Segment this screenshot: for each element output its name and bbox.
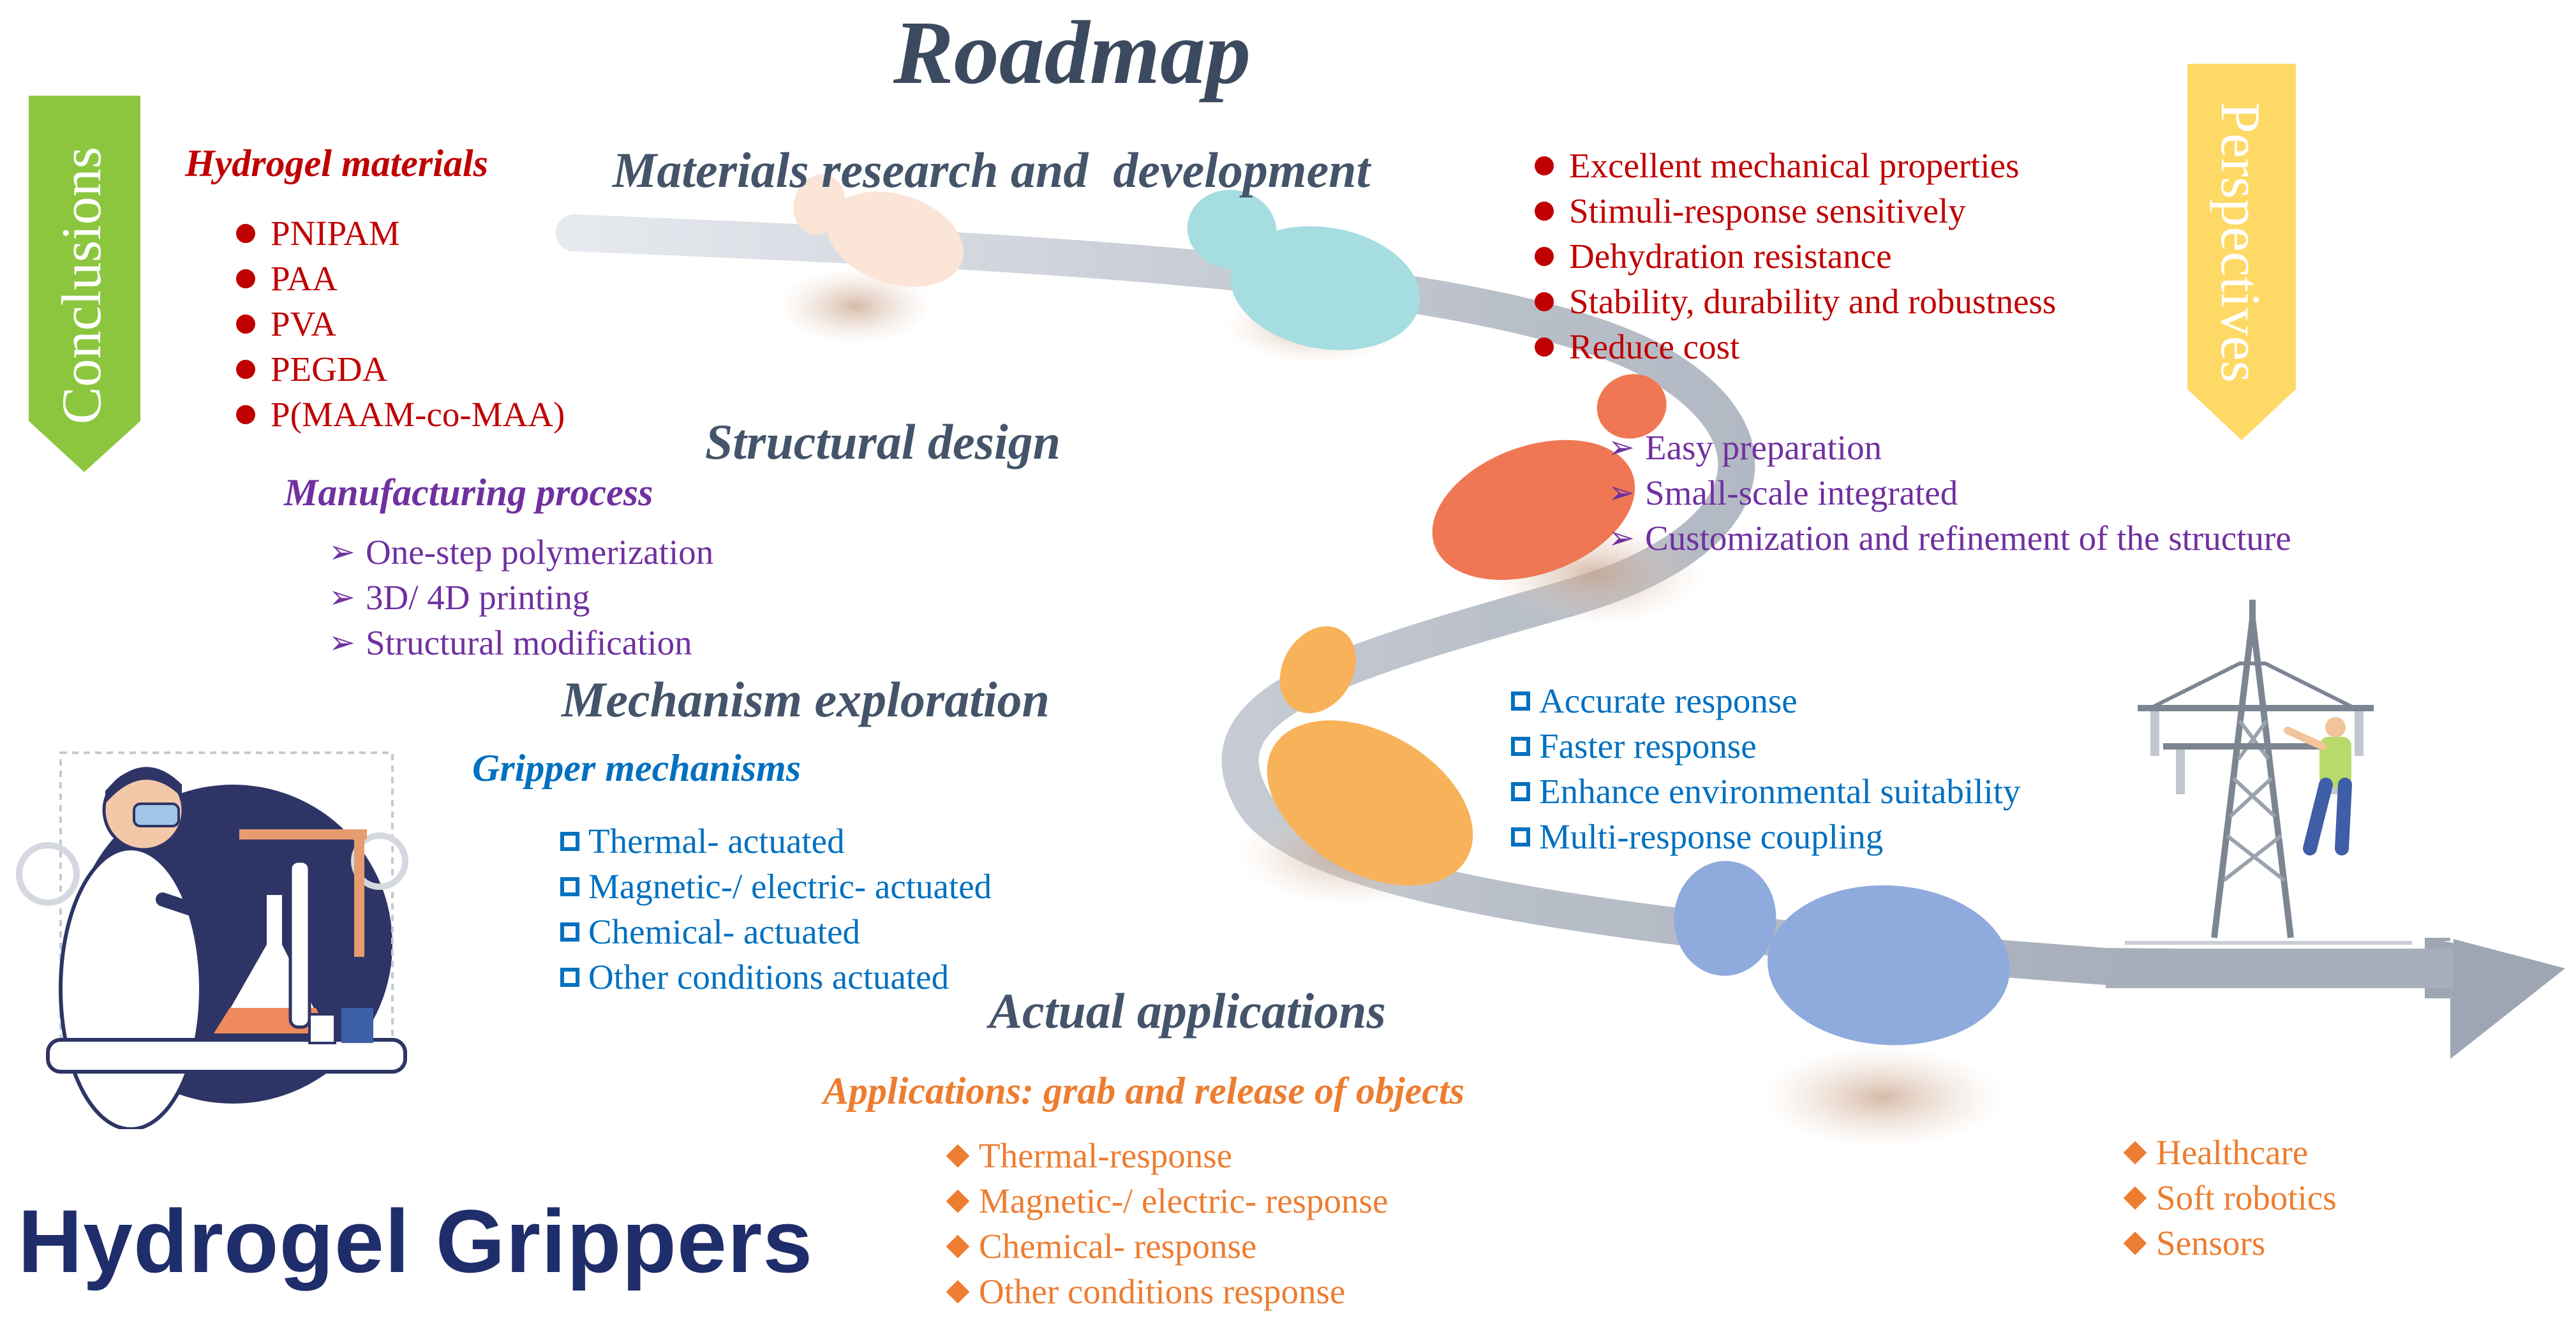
footprint-3	[1432, 374, 1667, 581]
list-item: Soft robotics	[2122, 1175, 2337, 1220]
perspectives-materials-list: Excellent mechanical properties Stimuli-…	[1535, 143, 2056, 369]
applications-heading: Applications: grab and release of object…	[823, 1070, 1464, 1112]
conclusions-label: Conclusions	[51, 147, 113, 425]
list-item: P(MAAM-co-MAA)	[236, 392, 565, 437]
diamond-bullet-icon	[946, 1280, 970, 1303]
checkbox-bullet-icon	[1511, 827, 1530, 847]
bullet-dot-icon	[1535, 201, 1554, 221]
list-item: Enhance environmental suitability	[1511, 769, 2021, 814]
list-item: Magnetic-/ electric- actuated	[560, 864, 992, 909]
perspectives-label: Perspectives	[2209, 102, 2271, 383]
stage-materials: Materials research and development	[613, 142, 1371, 198]
arrow-bullet-icon: ➢	[329, 625, 355, 660]
bullet-dot-icon	[236, 269, 255, 288]
bullet-dot-icon	[236, 404, 255, 424]
list-item: Stability, durability and robustness	[1535, 279, 2056, 324]
list-item: Dehydration resistance	[1535, 233, 2056, 279]
manufacturing-heading: Manufacturing process	[284, 471, 653, 514]
mechanisms-list: Thermal- actuated Magnetic-/ electric- a…	[560, 818, 992, 1000]
arrow-bullet-icon: ➢	[1608, 520, 1635, 556]
diamond-bullet-icon	[2123, 1141, 2147, 1164]
list-item: Chemical- actuated	[560, 909, 992, 954]
bullet-dot-icon	[236, 223, 255, 243]
stage-applications: Actual applications	[989, 983, 1386, 1039]
perspectives-banner	[2187, 64, 2296, 440]
materials-heading: Hydrogel materials	[185, 142, 488, 184]
diamond-bullet-icon	[2123, 1186, 2147, 1210]
diamond-bullet-icon	[946, 1234, 970, 1258]
diamond-bullet-icon	[946, 1189, 970, 1213]
list-item: PEGDA	[236, 346, 565, 392]
stage-structural: Structural design	[705, 414, 1061, 470]
list-item: Reduce cost	[1535, 324, 2056, 369]
list-item: Sensors	[2122, 1220, 2337, 1266]
footprint-2	[1187, 189, 1420, 350]
hydrogel-grippers-title: Hydrogel Grippers	[18, 1191, 814, 1291]
perspectives-mechanism-list: Accurate response Faster response Enhanc…	[1511, 678, 2021, 859]
list-item: Accurate response	[1511, 678, 2021, 723]
list-item: PVA	[236, 301, 565, 346]
list-item: Stimuli-response sensitively	[1535, 188, 2056, 233]
perspectives-structural-list: ➢Easy preparation ➢Small-scale integrate…	[1608, 425, 2291, 561]
arrow-bullet-icon: ➢	[1608, 429, 1635, 465]
list-item: ➢Customization and refinement of the str…	[1608, 515, 2291, 561]
arrow-bullet-icon: ➢	[1608, 475, 1635, 510]
bullet-dot-icon	[236, 359, 255, 379]
list-item: Other conditions actuated	[560, 954, 992, 1000]
checkbox-bullet-icon	[1511, 781, 1530, 801]
list-item: Multi-response coupling	[1511, 814, 2021, 859]
checkbox-bullet-icon	[1511, 736, 1530, 756]
checkbox-bullet-icon	[560, 831, 579, 851]
scientist-lab-illustration	[16, 751, 408, 1129]
checkbox-bullet-icon	[560, 967, 579, 987]
footprint-5	[1674, 861, 2010, 1046]
list-item: Thermal- actuated	[560, 818, 992, 864]
list-item: Magnetic-/ electric- response	[944, 1178, 1388, 1224]
list-item: ➢3D/ 4D printing	[329, 575, 713, 620]
list-item: ➢Structural modification	[329, 620, 713, 665]
list-item: PAA	[236, 256, 565, 301]
list-item: Thermal-response	[944, 1133, 1388, 1178]
list-item: Excellent mechanical properties	[1535, 143, 2056, 188]
mechanisms-heading: Gripper mechanisms	[472, 747, 801, 789]
footprint-1	[793, 174, 964, 287]
bullet-dot-icon	[1535, 337, 1554, 357]
checkbox-bullet-icon	[560, 922, 579, 942]
materials-list: PNIPAM PAA PVA PEGDA P(MAAM-co-MAA)	[236, 211, 565, 437]
list-item: ➢Easy preparation	[1608, 425, 2291, 470]
stage-mechanism: Mechanism exploration	[562, 672, 1050, 727]
arrow-bullet-icon: ➢	[329, 579, 355, 615]
bullet-dot-icon	[1535, 292, 1554, 311]
applications-list: Thermal-response Magnetic-/ electric- re…	[944, 1133, 1388, 1314]
power-tower-illustration	[2125, 600, 2412, 945]
bullet-dot-icon	[236, 314, 255, 334]
footprint-4	[1267, 626, 1473, 886]
manufacturing-list: ➢One-step polymerization ➢3D/ 4D printin…	[329, 529, 713, 665]
diamond-bullet-icon	[946, 1144, 970, 1167]
list-item: ➢One-step polymerization	[329, 529, 713, 575]
list-item: Chemical- response	[944, 1224, 1388, 1269]
bullet-dot-icon	[1535, 246, 1554, 266]
list-item: ➢Small-scale integrated	[1608, 470, 2291, 515]
arrow-bullet-icon: ➢	[329, 534, 355, 570]
list-item: Healthcare	[2122, 1130, 2337, 1175]
checkbox-bullet-icon	[560, 877, 579, 896]
list-item: Other conditions response	[944, 1269, 1388, 1314]
list-item: PNIPAM	[236, 211, 565, 256]
page-title: Roadmap	[893, 2, 1251, 103]
checkbox-bullet-icon	[1511, 691, 1530, 711]
conclusions-banner	[29, 96, 140, 472]
bullet-dot-icon	[1535, 156, 1554, 175]
perspectives-applications-list: Healthcare Soft robotics Sensors	[2122, 1130, 2337, 1266]
diamond-bullet-icon	[2123, 1231, 2147, 1255]
list-item: Faster response	[1511, 723, 2021, 769]
